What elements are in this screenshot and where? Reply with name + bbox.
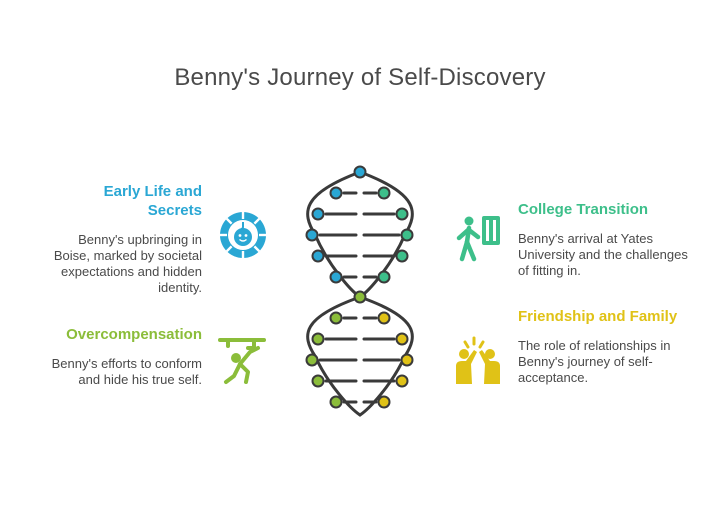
helix-node [353, 165, 367, 179]
helix-node [377, 395, 391, 409]
helix-node [377, 270, 391, 284]
helix-node [395, 249, 409, 263]
helix-node [311, 332, 325, 346]
stage-description: The role of relationships in Benny's jou… [518, 338, 671, 385]
helix-node [305, 228, 319, 242]
walking-to-door-icon [456, 216, 500, 262]
helix-node [311, 207, 325, 221]
stage-description: Benny's efforts to conform and hide his … [51, 356, 202, 387]
high-five-icon [456, 336, 500, 384]
helix-node [377, 186, 391, 200]
helix-node [395, 332, 409, 346]
helix-node [329, 270, 343, 284]
helix-node [329, 395, 343, 409]
helix-node [311, 249, 325, 263]
stage-heading: Overcompensation [66, 326, 202, 343]
stage-college-transition: College Transition Benny's arrival at Ya… [518, 200, 688, 279]
helix-node [395, 374, 409, 388]
stage-heading: Early Life and Secrets [103, 183, 202, 219]
helix-node [400, 228, 414, 242]
diagram-title: Benny's Journey of Self-Discovery [174, 64, 546, 91]
stage-description: Benny's arrival at Yates University and … [518, 231, 688, 278]
helix-node [395, 207, 409, 221]
stage-friendship-family: Friendship and Family The role of relati… [518, 307, 688, 386]
stage-heading: Friendship and Family [518, 308, 678, 325]
helix-node [329, 311, 343, 325]
stage-heading: College Transition [518, 201, 649, 218]
helix-node [305, 353, 319, 367]
helix-node [353, 290, 367, 304]
helix-node [329, 186, 343, 200]
climbing-person-icon [218, 338, 266, 384]
helix-node [377, 311, 391, 325]
stage-description: Benny's upbringing in Boise, marked by s… [53, 232, 202, 295]
stage-early-life: Early Life and Secrets Benny's upbringin… [50, 182, 202, 296]
helix-node [400, 353, 414, 367]
helix-node [311, 374, 325, 388]
stage-overcompensation: Overcompensation Benny's efforts to conf… [50, 325, 202, 388]
dial-face-icon [220, 212, 266, 258]
